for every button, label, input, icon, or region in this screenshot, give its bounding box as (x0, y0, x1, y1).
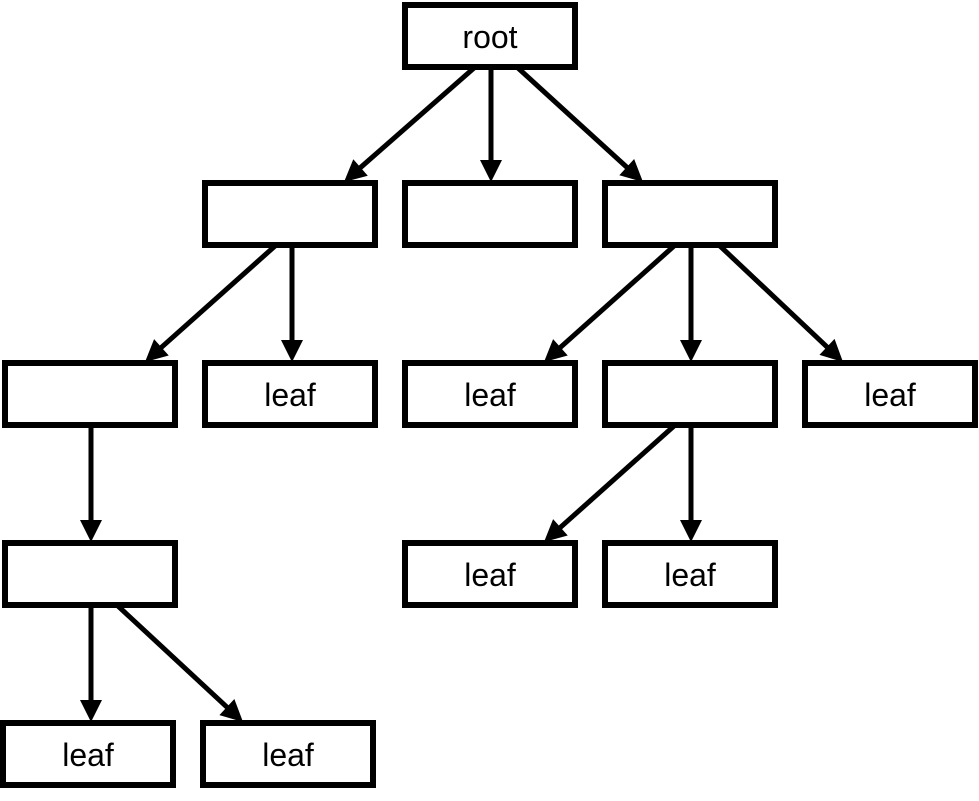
edge-n1-to-leaf1 (281, 246, 303, 362)
arrow-head-icon (344, 159, 368, 182)
node-box (802, 360, 978, 428)
node-box (602, 360, 778, 428)
arrow-head-icon (680, 340, 702, 362)
node-box (0, 720, 176, 788)
edges-layer (80, 66, 843, 722)
arrow-head-icon (145, 339, 169, 362)
arrow-head-icon (480, 160, 502, 182)
edge-n5-to-leaf5 (680, 426, 702, 542)
edge-n4-to-n6 (80, 426, 102, 542)
edge-line (557, 244, 676, 351)
arrow-head-icon (544, 519, 568, 542)
arrow-head-icon (80, 700, 102, 722)
edge-line (116, 604, 231, 711)
tree-node-n2 (402, 180, 578, 248)
tree-node-leaf7: leaf (200, 720, 376, 788)
node-box (202, 360, 378, 428)
edge-root-to-n1 (344, 66, 476, 182)
edge-n3-to-leaf3 (718, 244, 843, 362)
tree-node-root: root (402, 2, 578, 70)
arrow-head-icon (680, 520, 702, 542)
edge-n5-to-leaf4 (544, 424, 676, 542)
tree-node-leaf6: leaf (0, 720, 176, 788)
tree-node-leaf1: leaf (202, 360, 378, 428)
tree-node-n6 (2, 540, 178, 608)
node-label: leaf (464, 557, 516, 593)
edge-line (516, 66, 630, 171)
edge-line (557, 424, 676, 531)
edge-n6-to-leaf7 (116, 604, 243, 722)
node-box (602, 540, 778, 608)
node-box (402, 540, 578, 608)
node-label: root (462, 19, 517, 55)
edge-n3-to-leaf2 (544, 244, 676, 362)
tree-node-n5 (602, 360, 778, 428)
edge-n3-to-n5 (680, 246, 702, 362)
node-label: leaf (264, 377, 316, 413)
arrow-head-icon (219, 698, 243, 722)
edge-line (718, 244, 831, 351)
tree-node-n3 (602, 180, 778, 248)
node-box (2, 360, 178, 428)
node-label: leaf (62, 737, 114, 773)
edge-n6-to-leaf6 (80, 606, 102, 722)
arrow-head-icon (819, 338, 843, 362)
tree-node-leaf5: leaf (602, 540, 778, 608)
edge-n1-to-n4 (145, 244, 277, 362)
node-box (402, 180, 578, 248)
tree-node-n1 (202, 180, 378, 248)
node-box (200, 720, 376, 788)
node-box (402, 2, 578, 70)
arrow-head-icon (281, 340, 303, 362)
node-box (2, 540, 178, 608)
arrow-head-icon (544, 339, 568, 362)
edge-root-to-n3 (516, 66, 643, 182)
tree-node-n4 (2, 360, 178, 428)
node-box (602, 180, 778, 248)
node-label: leaf (664, 557, 716, 593)
edge-line (357, 66, 476, 171)
edge-line (158, 244, 277, 351)
edge-root-to-n2 (480, 68, 502, 182)
tree-node-leaf3: leaf (802, 360, 978, 428)
node-box (402, 360, 578, 428)
tree-node-leaf2: leaf (402, 360, 578, 428)
arrow-head-icon (619, 159, 643, 182)
arrow-head-icon (80, 520, 102, 542)
node-label: leaf (864, 377, 916, 413)
tree-node-leaf4: leaf (402, 540, 578, 608)
node-box (202, 180, 378, 248)
node-label: leaf (262, 737, 314, 773)
node-label: leaf (464, 377, 516, 413)
